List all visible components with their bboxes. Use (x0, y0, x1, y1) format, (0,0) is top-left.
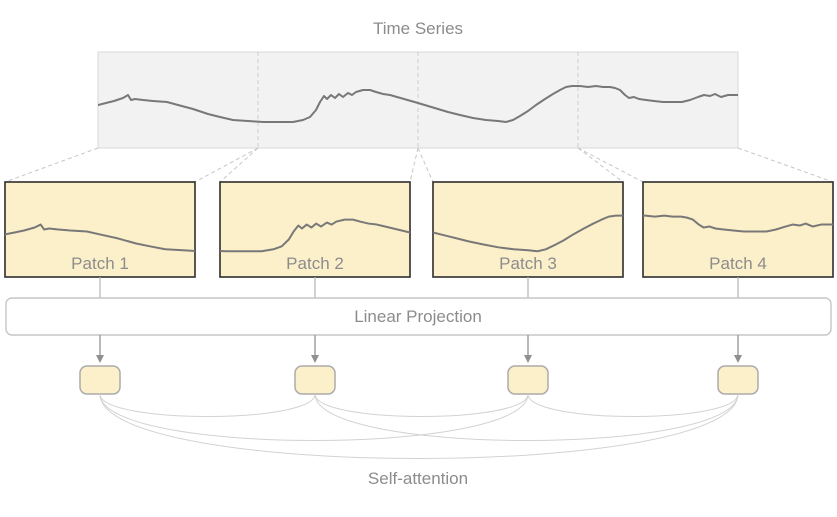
fan-guide (577, 147, 624, 183)
time-series-title: Time Series (373, 19, 463, 38)
patch-rect-2 (219, 181, 411, 278)
linear-projection-label: Linear Projection (354, 307, 482, 326)
attention-arc-1-4 (99, 393, 739, 459)
patch-box-4: Patch 4 (642, 181, 834, 278)
attention-arc-2-4 (314, 393, 739, 441)
patch-rect-3 (432, 181, 624, 278)
patch-connectors (99, 277, 739, 298)
patch-label-1: Patch 1 (71, 254, 129, 273)
patch-label-3: Patch 3 (499, 254, 557, 273)
fan-guide (577, 147, 644, 183)
patch-label-2: Patch 2 (286, 254, 344, 273)
patch-box-2: Patch 2 (219, 181, 411, 278)
patch-label-4: Patch 4 (709, 254, 767, 273)
fan-guide (737, 147, 834, 183)
patch-box-3: Patch 3 (432, 181, 624, 278)
arrowhead-icon (524, 355, 532, 363)
arrowhead-icon (734, 355, 742, 363)
patch-rect-4 (642, 181, 834, 278)
embedding-token-2 (294, 365, 336, 395)
attention-arc-3-4 (527, 393, 739, 417)
arrowhead-icon (311, 355, 319, 363)
arrowhead-icon (96, 355, 104, 363)
patch-projection-guides (4, 147, 834, 183)
fan-guide (417, 147, 434, 183)
attention-arc-2-3 (314, 393, 529, 417)
embedding-token-4 (717, 365, 759, 395)
attention-arc-1-3 (99, 393, 529, 441)
linear-projection-bar (5, 297, 832, 336)
self-attention-label: Self-attention (368, 469, 468, 488)
patch-embedding-tokens (79, 365, 759, 395)
embedding-token-3 (507, 365, 549, 395)
fan-guide (219, 147, 259, 183)
fan-guide (4, 147, 99, 183)
fan-guide (194, 147, 259, 183)
projection-arrows (96, 335, 742, 363)
self-attention-arcs (99, 393, 739, 459)
attention-arc-1-2 (99, 393, 316, 417)
fan-guide (409, 147, 419, 183)
embedding-token-1 (79, 365, 121, 395)
